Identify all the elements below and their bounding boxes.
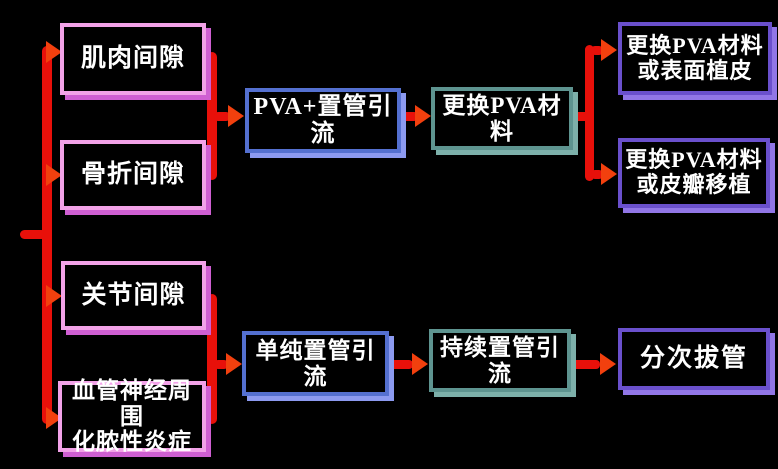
- arrow-to-flap-shaft: [591, 170, 603, 179]
- arrow-simple-to-continuous-shaft: [387, 360, 413, 369]
- node-perivascular-line1: 血管神经周围: [72, 377, 192, 429]
- bracket-top-left-vertical: [207, 52, 217, 180]
- node-replace-pva-material: 更换PVA材料: [431, 87, 573, 150]
- node-joint-gap: 关节间隙: [61, 261, 206, 330]
- node-simple-tube-drainage-label: 单纯置管引流: [255, 337, 376, 389]
- node-continuous-tube-drainage: 持续置管引流: [429, 329, 571, 392]
- arrow-to-joint-gap-head: [46, 285, 62, 307]
- arrow-continuous-to-staged-shaft: [568, 360, 600, 369]
- bracket-top-right-vertical: [585, 45, 594, 181]
- arrow-to-simple-drain-head: [226, 353, 242, 375]
- node-replace-flap-line2: 或皮瓣移植: [636, 172, 752, 197]
- node-perivascular-line2: 化脓性炎症: [72, 429, 192, 455]
- node-fracture-gap: 骨折间隙: [60, 140, 206, 210]
- node-replace-skin-line1: 更换PVA材料: [626, 32, 764, 58]
- node-replace-skin-line2: 或表面植皮: [637, 57, 753, 83]
- node-replace-flap-line1: 更换PVA材料: [625, 147, 763, 173]
- node-pva-tube-drainage: PVA+置管引流: [245, 88, 401, 153]
- node-staged-tube-removal: 分次拔管: [618, 328, 770, 390]
- arrow-to-skin-graft-shaft: [591, 46, 603, 55]
- node-joint-gap-label: 关节间隙: [81, 281, 186, 309]
- node-staged-tube-removal-label: 分次拔管: [639, 345, 748, 372]
- node-pva-tube-drainage-label: PVA+置管引流: [253, 93, 393, 147]
- arrow-to-fracture-gap-head: [46, 164, 62, 186]
- arrow-simple-to-continuous-head: [412, 353, 428, 375]
- node-replace-pva-or-flap-transfer: 更换PVA材料 或皮瓣移植: [618, 138, 770, 208]
- node-simple-tube-drainage: 单纯置管引流: [242, 331, 389, 396]
- arrow-pva-to-replace-head: [415, 105, 431, 127]
- left-rail-line: [42, 46, 52, 424]
- arrow-to-muscle-gap-head: [46, 41, 62, 63]
- node-fracture-gap-label: 骨折间隙: [80, 161, 185, 188]
- bracket-bottom-left-vertical: [207, 294, 217, 424]
- arrow-to-pva-drain-shaft: [214, 112, 230, 121]
- node-replace-pva-or-skin-graft: 更换PVA材料 或表面植皮: [618, 22, 772, 95]
- arrow-to-simple-drain-shaft: [214, 360, 228, 369]
- node-muscle-gap: 肌肉间隙: [60, 23, 206, 95]
- arrow-to-flap-head: [601, 163, 617, 185]
- arrow-continuous-to-staged-head: [600, 353, 616, 375]
- node-perivascular-inflammation: 血管神经周围 化脓性炎症: [58, 377, 206, 455]
- bracket-top-right-input: [570, 112, 590, 121]
- arrow-pva-to-replace-shaft: [398, 112, 418, 121]
- node-continuous-tube-drainage-label: 持续置管引流: [440, 334, 560, 386]
- node-muscle-gap-label: 肌肉间隙: [80, 45, 185, 72]
- node-replace-pva-material-label: 更换PVA材料: [442, 92, 562, 144]
- arrow-to-pva-drain-head: [228, 105, 244, 127]
- left-rail-input-stub: [20, 230, 46, 239]
- arrow-to-skin-graft-head: [601, 39, 617, 61]
